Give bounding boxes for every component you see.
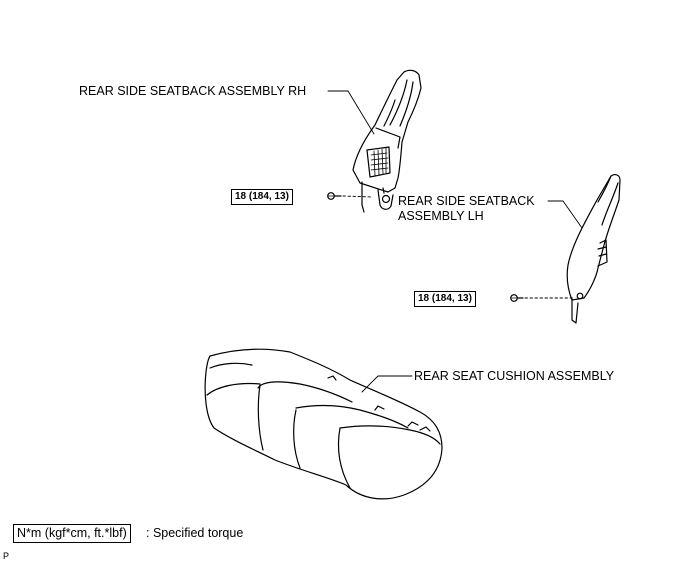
leader-lh [547, 200, 583, 229]
rh-bolt [327, 192, 373, 200]
rear-seat-cushion-part [204, 348, 443, 500]
lh-bolt [510, 294, 575, 302]
label-rear-side-seatback-rh: REAR SIDE SEATBACK ASSEMBLY RH [79, 84, 307, 98]
rear-side-seatback-lh-part [566, 174, 621, 324]
leader-rh [327, 90, 375, 135]
torque-lh-bolt: 18 (184, 13) [414, 291, 476, 307]
label-rear-side-seatback-lh-line1: REAR SIDE SEATBACK [398, 194, 535, 208]
label-rear-seat-cushion: REAR SEAT CUSHION ASSEMBLY [414, 369, 615, 383]
rear-side-seatback-rh-part [352, 69, 422, 213]
figure-code: P [3, 551, 10, 561]
leader-cushion [361, 375, 413, 393]
label-rear-side-seatback-lh-line2: ASSEMBLY LH [398, 209, 484, 223]
torque-rh-bolt: 18 (184, 13) [231, 189, 293, 205]
legend-description: : Specified torque [146, 526, 244, 540]
legend-unit-box: N*m (kgf*cm, ft.*lbf) [13, 524, 131, 543]
